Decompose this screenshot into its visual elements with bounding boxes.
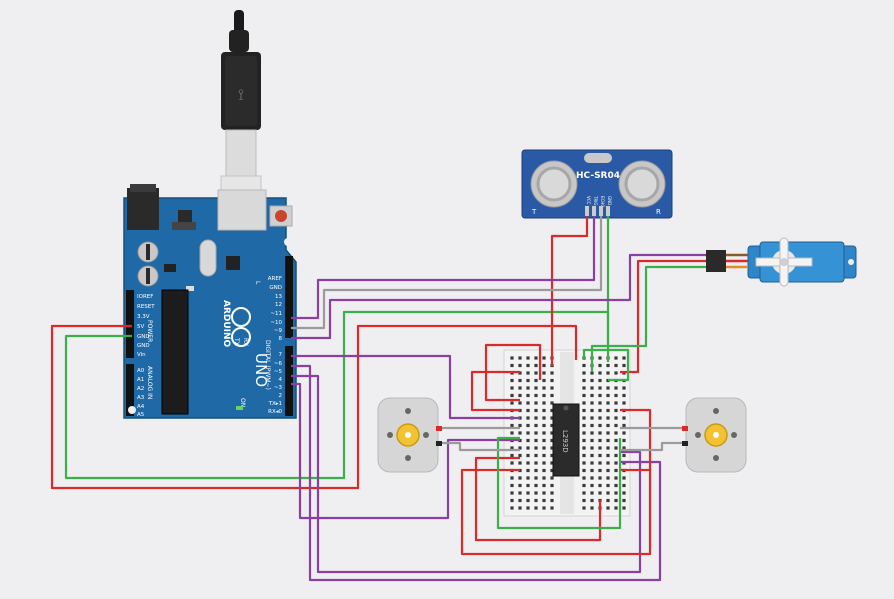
digital-pin-labels: AREF GND 13 12 ~11 ~10 ~9 8 7 ~6 ~5 4 ~3… <box>268 276 283 415</box>
wire-jumper-red-5[interactable] <box>474 456 602 542</box>
wire-d4-purple[interactable] <box>291 382 520 520</box>
svg-text:A5: A5 <box>137 412 145 418</box>
svg-text:GND: GND <box>607 196 612 205</box>
svg-text:~5: ~5 <box>274 369 283 375</box>
sensor-pin-labels: VCC TRIG ECHO GND <box>586 195 612 207</box>
svg-text:A4: A4 <box>137 404 145 410</box>
wire-sensor-echo[interactable] <box>291 216 603 330</box>
analog-header-label: ANALOG IN <box>146 366 153 399</box>
svg-text:~3: ~3 <box>274 385 283 391</box>
svg-text:TRIG: TRIG <box>593 195 598 206</box>
wire-d7-purple[interactable] <box>291 354 520 420</box>
sensor-model-label: HC-SR04 <box>576 171 620 181</box>
sensor-left-mark: T <box>531 208 537 216</box>
wire-jumper-red-1[interactable] <box>484 343 542 402</box>
svg-text:IOREF: IOREF <box>137 294 153 300</box>
svg-text:~10: ~10 <box>270 320 282 326</box>
mini-breadboard[interactable] <box>503 349 631 517</box>
svg-text:~11: ~11 <box>270 311 282 317</box>
svg-text:RX◂0: RX◂0 <box>268 409 282 415</box>
wire-d6-purple[interactable] <box>291 364 662 582</box>
svg-text:5V: 5V <box>137 324 144 330</box>
tx-led-label: TX <box>233 337 240 346</box>
svg-text:A0: A0 <box>137 368 145 374</box>
power-header[interactable] <box>126 290 134 358</box>
l-led-label: L <box>254 281 261 285</box>
breadboard-holes <box>510 356 626 510</box>
svg-text:TX▸1: TX▸1 <box>268 401 282 407</box>
on-led <box>236 406 243 410</box>
wire-servo-gnd[interactable] <box>590 265 706 372</box>
arduino-logo <box>231 307 251 347</box>
sensor-right-mark: R <box>656 208 661 216</box>
svg-text:GND: GND <box>137 343 150 349</box>
analog-header[interactable] <box>126 364 134 416</box>
reset-button[interactable] <box>275 210 287 222</box>
svg-text:4: 4 <box>279 377 283 383</box>
svg-text:~6: ~6 <box>274 361 283 367</box>
rx-led-label: RX <box>242 338 249 346</box>
l293d-driver-chip[interactable]: L293D <box>552 403 580 477</box>
svg-text:2: 2 <box>279 393 283 399</box>
svg-text:A2: A2 <box>137 386 144 392</box>
wire-5v-red[interactable] <box>50 324 578 490</box>
wire-motor-right-b[interactable] <box>620 441 682 452</box>
svg-text:AREF: AREF <box>268 276 282 282</box>
wire-jumper-green-2[interactable] <box>582 348 630 382</box>
wire-servo-signal[interactable] <box>291 253 706 340</box>
atmega-chip <box>161 289 189 415</box>
svg-text:7: 7 <box>279 352 283 358</box>
wire-jumper-red-3[interactable] <box>460 468 652 556</box>
wire-jumper-red-2[interactable] <box>470 370 520 412</box>
svg-text:VCC: VCC <box>586 196 591 205</box>
uno-label: UNO <box>252 353 270 387</box>
svg-text:GND: GND <box>269 285 282 291</box>
wire-sensor-trig[interactable] <box>291 216 596 320</box>
analog-pin-labels: A0 A1 A2 A3 A4 A5 <box>137 368 145 418</box>
wires <box>50 216 706 582</box>
dc-motor-left[interactable] <box>377 397 442 473</box>
on-led-label: ON <box>239 398 246 407</box>
svg-text:3.3V: 3.3V <box>137 314 150 320</box>
svg-text:Vin: Vin <box>137 352 146 358</box>
power-pin-labels: IOREF RESET 3.3V 5V GND GND Vin <box>137 294 155 358</box>
svg-text:A3: A3 <box>137 395 145 401</box>
wire-jumper-green-1[interactable] <box>496 436 622 530</box>
wire-motor-left-b[interactable] <box>442 441 520 452</box>
arduino-logo-text: ARDUINO <box>221 300 231 348</box>
svg-text:12: 12 <box>275 302 282 308</box>
servo-motor[interactable] <box>706 237 857 287</box>
ultrasonic-sensor[interactable]: HC-SR04 T R VCC TRIG ECHO GND <box>521 149 673 219</box>
svg-text:RESET: RESET <box>137 304 155 310</box>
chip-label: L293D <box>561 430 569 453</box>
svg-text:ECHO: ECHO <box>600 196 605 207</box>
svg-text:GND: GND <box>137 334 150 340</box>
arduino-uno-board[interactable]: ARDUINO UNO ON L TX RX POWER ANALOG IN D… <box>123 184 297 419</box>
wire-servo-power[interactable] <box>620 259 706 374</box>
dc-motor-right[interactable] <box>682 397 747 473</box>
digital-header-bottom[interactable] <box>285 346 293 416</box>
digital-header-top[interactable] <box>285 256 293 338</box>
power-header-label: POWER <box>146 320 153 342</box>
svg-text:8: 8 <box>279 336 283 342</box>
svg-text:13: 13 <box>275 294 282 300</box>
servo-connector[interactable] <box>706 250 726 272</box>
svg-text:A1: A1 <box>137 377 144 383</box>
svg-text:~9: ~9 <box>274 328 283 334</box>
wire-d5-purple[interactable] <box>291 374 642 574</box>
digital-header-label: DIGITAL (PWM~) <box>264 340 271 390</box>
usb-icon: ⟟ <box>238 85 244 104</box>
